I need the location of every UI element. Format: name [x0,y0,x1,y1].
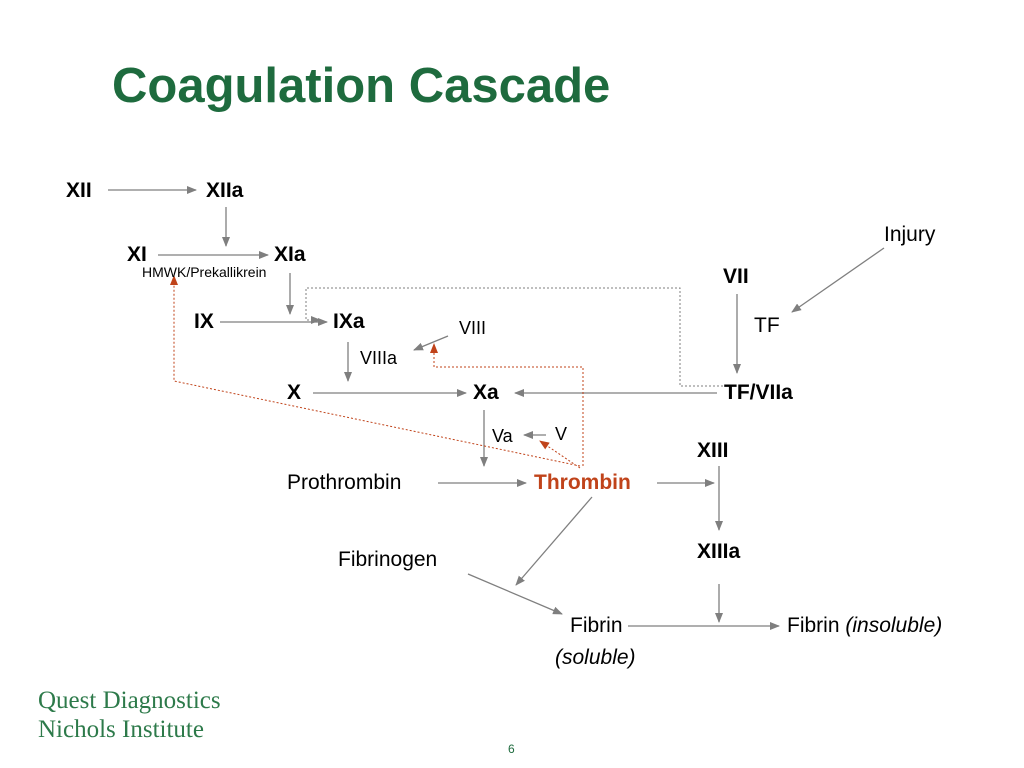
arrow-viii-viiia [413,335,449,351]
node-xia: XIa [274,243,306,266]
node-prothrombin: Prothrombin [287,471,402,494]
node-viii: VIII [459,318,487,338]
arrow-tfviia-ixa-dotted [305,287,727,387]
node-fibrin-insoluble: Fibrin (insoluble) [787,614,942,638]
logo-line-1: Quest Diagnostics [38,687,221,714]
feedback-thrombin-viii [430,343,584,466]
arrow-fibrinogen-fibrin [467,573,563,615]
node-xiia: XIIa [206,179,244,202]
node-thrombin: Thrombin [534,471,631,494]
node-hmwk-prekallikrein: HMWK/Prekallikrein [142,264,267,280]
node-injury: Injury [884,223,936,246]
label-soluble: (soluble) [555,646,636,669]
node-viiia: VIIIa [360,348,398,368]
node-x: X [287,381,302,404]
feedback-thrombin-hmwk [170,275,581,467]
slide-title: Coagulation Cascade [112,59,611,113]
node-fibrin-soluble: Fibrin [570,614,623,637]
node-xa: Xa [473,381,499,404]
node-ix: IX [194,310,214,333]
feedback-thrombin-v [539,440,581,469]
node-tf: TF [754,314,780,337]
arrow-thrombin-fibrinogen [515,496,593,586]
node-xi: XI [127,243,147,266]
node-xii: XII [66,179,92,202]
node-v: V [555,424,568,444]
arrow-injury-tf [791,247,885,313]
node-xiiia: XIIIa [697,540,741,563]
label-insoluble: (insoluble) [845,614,943,637]
node-xiii: XIII [697,439,729,462]
node-tf-viia: TF/VIIa [724,381,793,404]
quest-logo: Quest Diagnostics Nichols Institute [38,686,221,744]
node-va: Va [492,426,513,446]
node-vii: VII [723,265,749,288]
page-number: 6 [508,742,515,756]
node-fibrinogen: Fibrinogen [338,548,438,571]
node-ixa: IXa [333,310,365,333]
fibrin-text: Fibrin [787,614,840,637]
logo-line-2: Nichols Institute [38,716,204,743]
